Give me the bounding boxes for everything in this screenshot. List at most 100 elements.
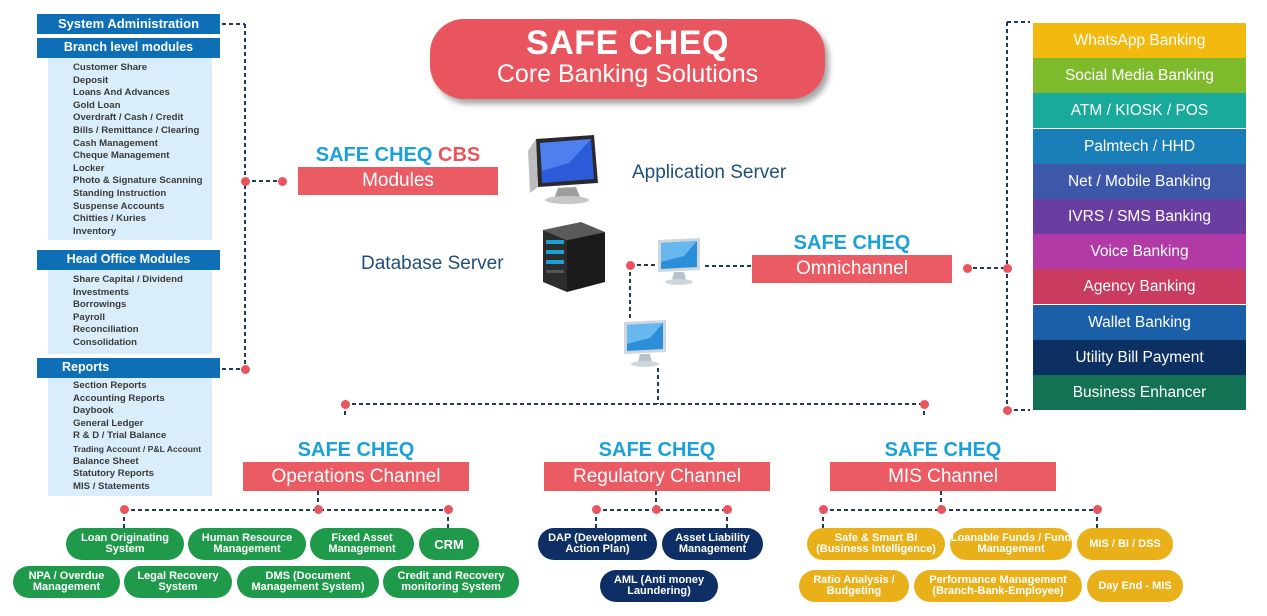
list-item: Photo & Signature Scanning xyxy=(73,175,203,187)
loan-originating-pill: Loan Originating System xyxy=(66,528,184,560)
aml-pill: AML (Anti money Laundering) xyxy=(600,570,718,602)
list-item: Accounting Reports xyxy=(73,392,165,404)
list-item: Statutory Reports xyxy=(73,468,155,480)
list-item: Payroll xyxy=(73,311,105,323)
connector-dot xyxy=(920,400,929,409)
bi-pill: Safe & Smart BI (Business Intelligence) xyxy=(807,528,945,560)
channel-item: WhatsApp Banking xyxy=(1033,23,1246,58)
list-item: Consolidation xyxy=(73,336,137,348)
connector-dot xyxy=(241,177,250,186)
credit-recovery-pill: Credit and Recovery monitoring System xyxy=(383,566,519,598)
list-item: Locker xyxy=(73,162,105,174)
connector-dot xyxy=(1093,505,1102,514)
day-end-mis-pill: Day End - MIS xyxy=(1087,570,1183,602)
performance-management-pill: Performance Management (Branch-Bank-Empl… xyxy=(914,570,1082,602)
mis-bi-dss-pill: MIS / BI / DSS xyxy=(1077,528,1173,560)
connector-dot xyxy=(241,365,250,374)
list-item: Overdraft / Cash / Credit xyxy=(73,112,184,124)
database-server-label: Database Server xyxy=(361,253,504,274)
connector-dot xyxy=(937,505,946,514)
list-item: Balance Sheet xyxy=(73,455,139,467)
list-item: Trading Account / P&L Account xyxy=(73,443,202,454)
connector-dot xyxy=(444,505,453,514)
connector-dot xyxy=(652,505,661,514)
operations-channel-bar: Operations Channel xyxy=(243,462,469,491)
npa-overdue-pill: NPA / Overdue Management xyxy=(13,566,120,598)
title-banner: SAFE CHEQ Core Banking Solutions xyxy=(430,19,825,99)
connector-dot xyxy=(120,505,129,514)
channel-item: IVRS / SMS Banking xyxy=(1033,199,1246,234)
list-item: Loans And Advances xyxy=(73,87,170,99)
list-item: Borrowings xyxy=(73,299,127,311)
channel-item: ATM / KIOSK / POS xyxy=(1033,93,1246,129)
modules-bar: Modules xyxy=(298,167,498,195)
dms-pill: DMS (Document Management System) xyxy=(237,566,379,598)
list-item: Chitties / Kuries xyxy=(73,213,147,225)
asset-liability-pill: Asset Liability Management xyxy=(662,528,763,560)
computer-icon xyxy=(620,318,670,370)
list-item: Cash Management xyxy=(73,137,158,149)
dap-pill: DAP (Development Action Plan) xyxy=(538,528,657,560)
head-office-modules-list: Share Capital / Dividend Investments Bor… xyxy=(48,270,212,354)
human-resource-pill: Human Resource Management xyxy=(188,528,306,560)
legal-recovery-pill: Legal Recovery System xyxy=(124,566,232,598)
mis-brand: SAFE CHEQ xyxy=(884,439,1002,461)
list-item: General Ledger xyxy=(73,417,144,429)
channel-item: Wallet Banking xyxy=(1033,304,1246,340)
reports-list: Section Reports Accounting Reports Daybo… xyxy=(48,378,212,496)
list-item: Section Reports xyxy=(73,380,147,391)
head-office-modules-header: Head Office Modules xyxy=(37,250,220,270)
connector-dot xyxy=(341,400,350,409)
channel-item: Social Media Banking xyxy=(1033,58,1246,94)
channel-item: Utility Bill Payment xyxy=(1033,339,1246,375)
list-item: Gold Loan xyxy=(73,99,121,111)
cbs-brand-name: SAFE CHEQ xyxy=(315,144,433,166)
list-item: Share Capital / Dividend xyxy=(73,274,183,285)
loanable-funds-pill: Loanable Funds / Fund Management xyxy=(950,528,1072,560)
connector-dot xyxy=(819,505,828,514)
connector-dot xyxy=(1003,406,1012,415)
list-item: Inventory xyxy=(73,225,117,237)
connector-dot xyxy=(592,505,601,514)
list-item: Reconciliation xyxy=(73,324,139,336)
reports-header: Reports xyxy=(37,358,220,378)
operations-brand: SAFE CHEQ xyxy=(297,439,415,461)
server-icon xyxy=(537,218,609,294)
list-item: Daybook xyxy=(73,405,114,417)
monitor-icon xyxy=(524,133,614,205)
channel-item: Business Enhancer xyxy=(1033,375,1246,410)
channel-item: Agency Banking xyxy=(1033,269,1246,305)
branch-modules-header: Branch level modules xyxy=(37,38,220,58)
cbs-brand-suffix: CBS xyxy=(438,144,481,166)
fixed-asset-pill: Fixed Asset Management xyxy=(310,528,414,560)
list-item: Cheque Management xyxy=(73,150,170,162)
list-item: Suspense Accounts xyxy=(73,200,165,212)
connector-dot xyxy=(278,177,287,186)
regulatory-channel-bar: Regulatory Channel xyxy=(544,462,770,491)
omnichannel-bar: Omnichannel xyxy=(752,255,952,283)
omni-brand: SAFE CHEQ xyxy=(793,232,911,254)
title-main: SAFE CHEQ xyxy=(526,24,729,62)
connector-dot xyxy=(314,505,323,514)
regulatory-brand: SAFE CHEQ xyxy=(598,439,716,461)
list-item: Deposit xyxy=(73,74,109,86)
connector-dot xyxy=(626,261,635,270)
cbs-brand: SAFE CHEQ CBS xyxy=(298,143,498,167)
mis-channel-bar: MIS Channel xyxy=(830,462,1056,491)
connector-dot xyxy=(1003,264,1012,273)
title-subtitle: Core Banking Solutions xyxy=(496,60,759,88)
application-server-label: Application Server xyxy=(632,162,787,183)
channel-item: Palmtech / HHD xyxy=(1033,128,1246,164)
computer-icon xyxy=(654,236,704,288)
connector-dot xyxy=(723,505,732,514)
channel-item: Net / Mobile Banking xyxy=(1033,163,1246,199)
connector-dot xyxy=(963,264,972,273)
list-item: Standing Instruction xyxy=(73,187,167,199)
list-item: Bills / Remittance / Clearing xyxy=(73,124,200,136)
crm-pill: CRM xyxy=(419,528,479,560)
list-item: Investments xyxy=(73,286,129,298)
ratio-analysis-pill: Ratio Analysis / Budgeting xyxy=(799,570,909,602)
system-administration-header: System Administration xyxy=(37,14,220,34)
list-item: Customer Share xyxy=(73,62,148,73)
branch-modules-list: Customer Share Deposit Loans And Advance… xyxy=(48,58,212,240)
